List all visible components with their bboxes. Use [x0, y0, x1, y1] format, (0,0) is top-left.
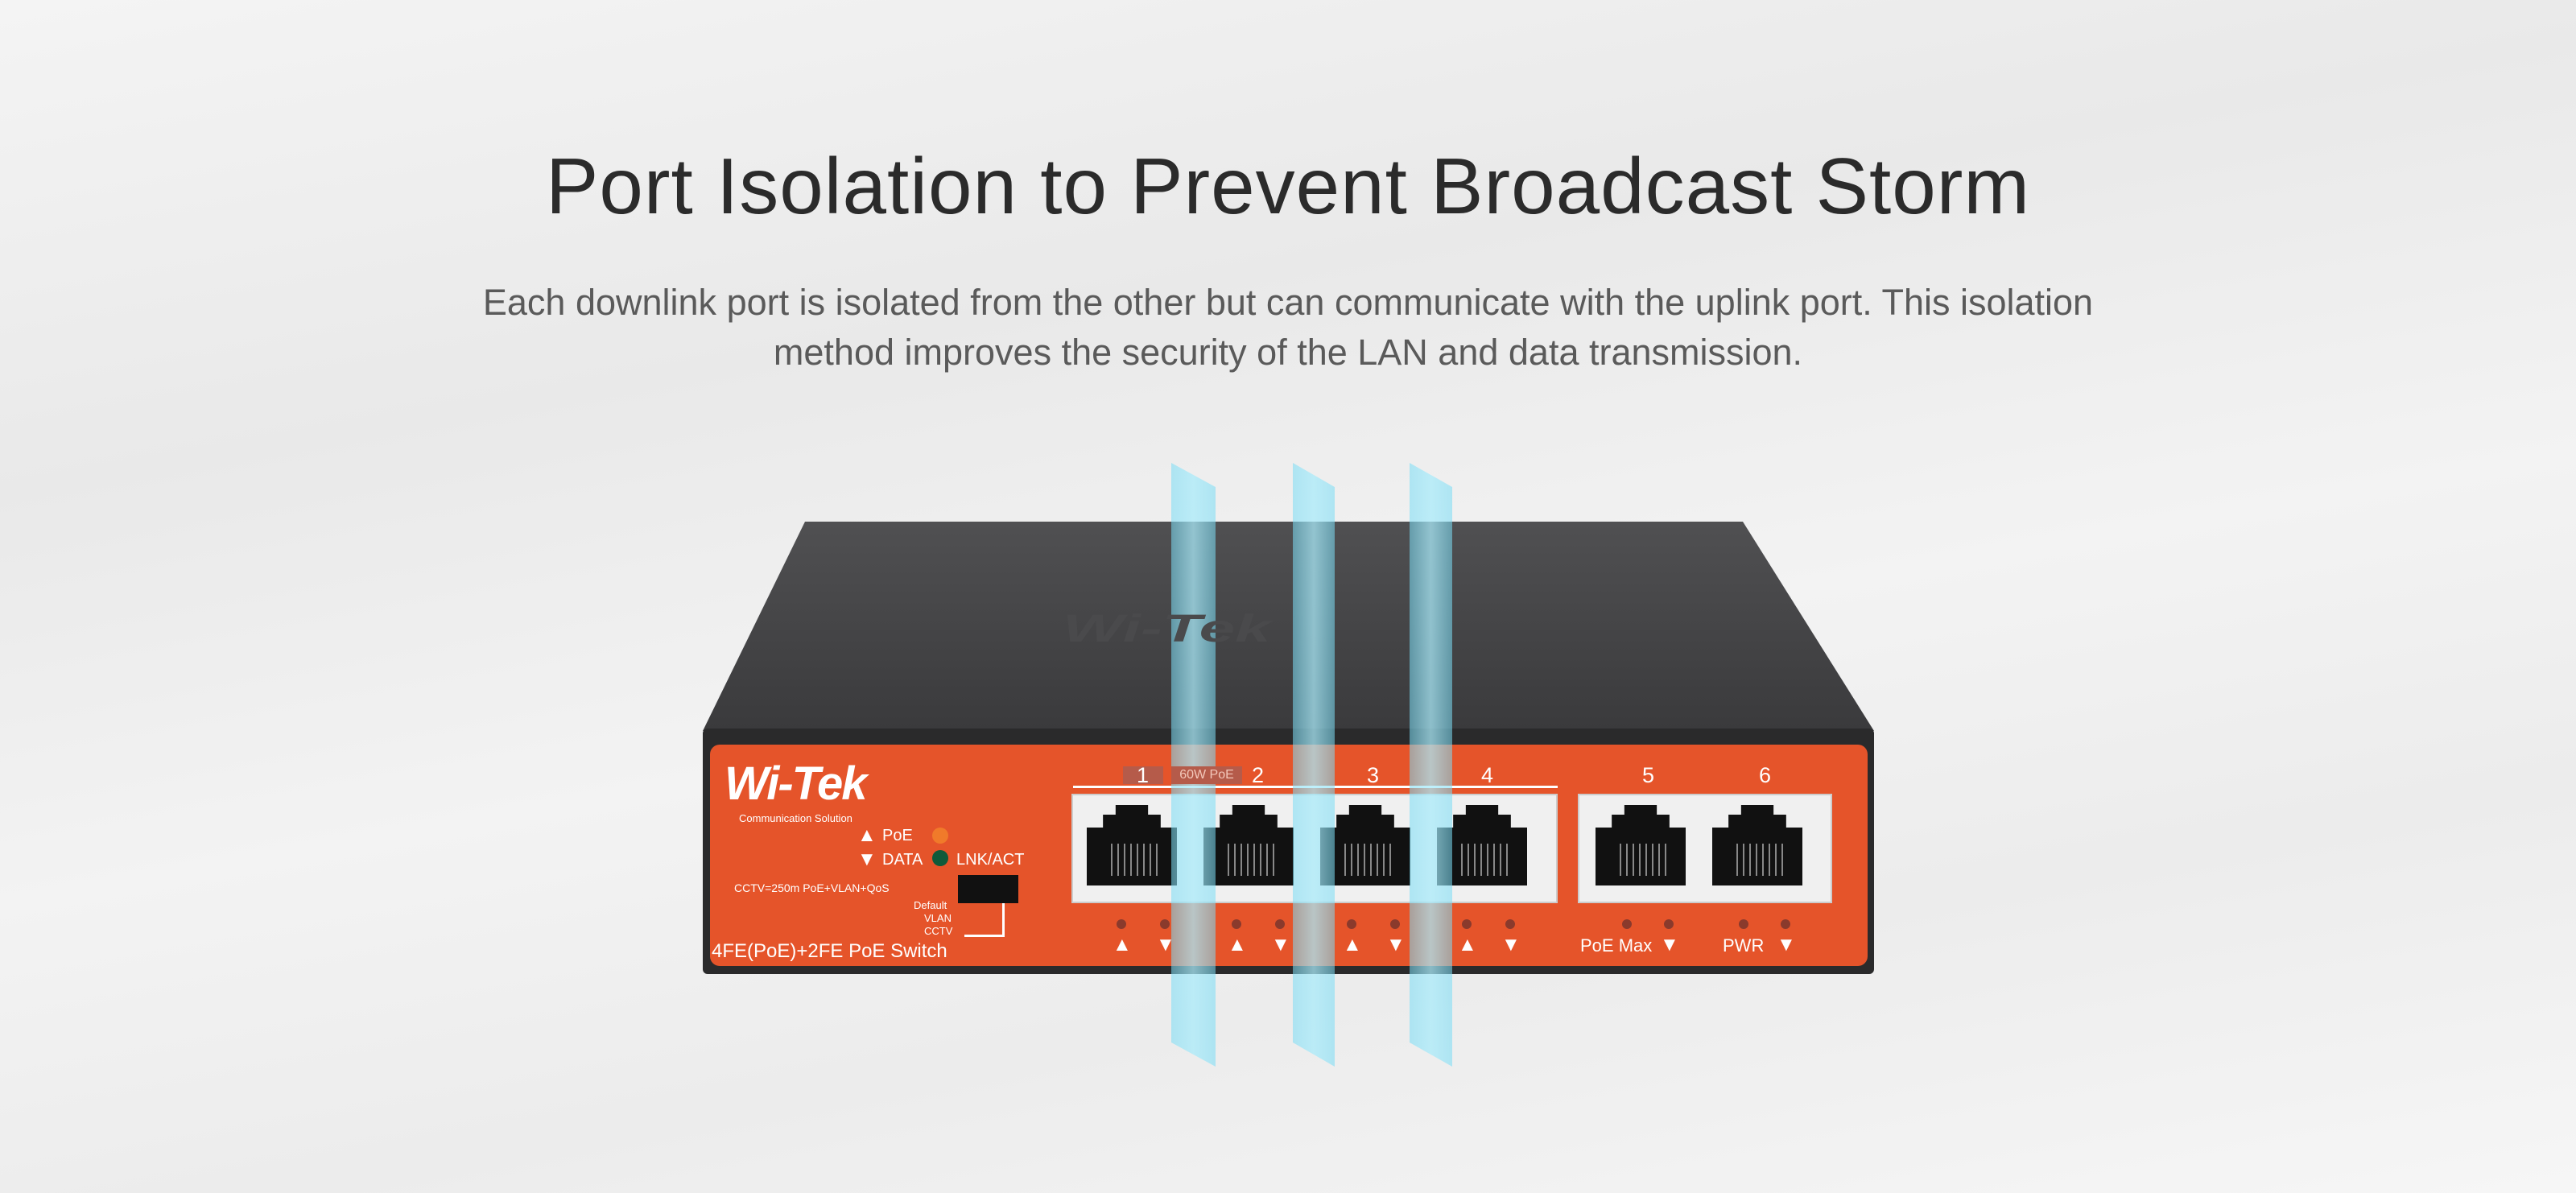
mode-default: Default	[914, 899, 947, 911]
port-led	[1781, 919, 1790, 929]
switch-top-cover	[703, 522, 1874, 731]
poe-tag: 60W PoE	[1171, 766, 1242, 784]
isolation-barrier	[1171, 463, 1216, 1067]
legend-poe: PoE	[882, 827, 913, 844]
port-led	[1390, 919, 1400, 929]
legend-data: DATA	[882, 851, 923, 869]
port-led	[1664, 919, 1674, 929]
down-triangle-icon: ▼	[1386, 934, 1406, 956]
up-triangle-icon: ▲	[1228, 934, 1247, 956]
port-led	[1117, 919, 1126, 929]
isolation-barrier	[1410, 463, 1452, 1067]
embossed-logo: Wi-Tek	[1063, 607, 1271, 650]
description-line-2: method improves the security of the LAN …	[773, 332, 1803, 373]
port-number: 6	[1759, 763, 1772, 787]
port-label-bg	[1123, 766, 1163, 784]
up-triangle-icon: ▲	[1458, 934, 1477, 956]
port-number: 5	[1642, 763, 1655, 787]
port-led	[1739, 919, 1748, 929]
brand-logo: Wi-Tek	[724, 757, 867, 810]
page-title: Port Isolation to Prevent Broadcast Stor…	[546, 142, 2030, 230]
lnk-led-icon	[932, 850, 948, 866]
port-led	[1622, 919, 1632, 929]
model-label: 4FE(PoE)+2FE PoE Switch	[712, 940, 947, 962]
brand-tagline: Communication Solution	[739, 812, 852, 824]
up-triangle-icon: ▲	[857, 824, 877, 846]
port-number: 3	[1367, 763, 1380, 787]
pwr-label: PWR	[1723, 935, 1765, 956]
port-led	[1347, 919, 1356, 929]
down-triangle-icon: ▼	[1660, 934, 1679, 956]
mode-label: CCTV=250m PoE+VLAN+QoS	[734, 881, 890, 894]
down-triangle-icon: ▼	[1501, 934, 1521, 956]
port-number: 2	[1252, 763, 1265, 787]
mode-cctv: CCTV	[924, 925, 953, 937]
port-led	[1160, 919, 1170, 929]
poe-max-label: PoE Max	[1580, 935, 1653, 956]
up-triangle-icon: ▲	[1113, 934, 1132, 956]
port-led	[1505, 919, 1515, 929]
port-led	[1275, 919, 1285, 929]
port-number: 4	[1481, 763, 1494, 787]
legend-lnk-act: LNK/ACT	[956, 851, 1025, 869]
mode-vlan: VLAN	[924, 912, 952, 924]
isolation-barrier	[1293, 463, 1335, 1067]
down-triangle-icon: ▼	[1271, 934, 1290, 956]
down-triangle-icon: ▼	[1777, 934, 1796, 956]
down-triangle-icon: ▼	[857, 848, 877, 870]
mode-switch[interactable]	[958, 875, 1018, 903]
up-triangle-icon: ▲	[1343, 934, 1362, 956]
down-triangle-icon: ▼	[1156, 934, 1175, 956]
poe-led-icon	[932, 828, 948, 844]
port-led	[1232, 919, 1241, 929]
port-led	[1462, 919, 1472, 929]
mode-bracket	[964, 903, 1005, 937]
port-number: 1	[1137, 763, 1150, 787]
description-line-1: Each downlink port is isolated from the …	[482, 282, 2094, 323]
